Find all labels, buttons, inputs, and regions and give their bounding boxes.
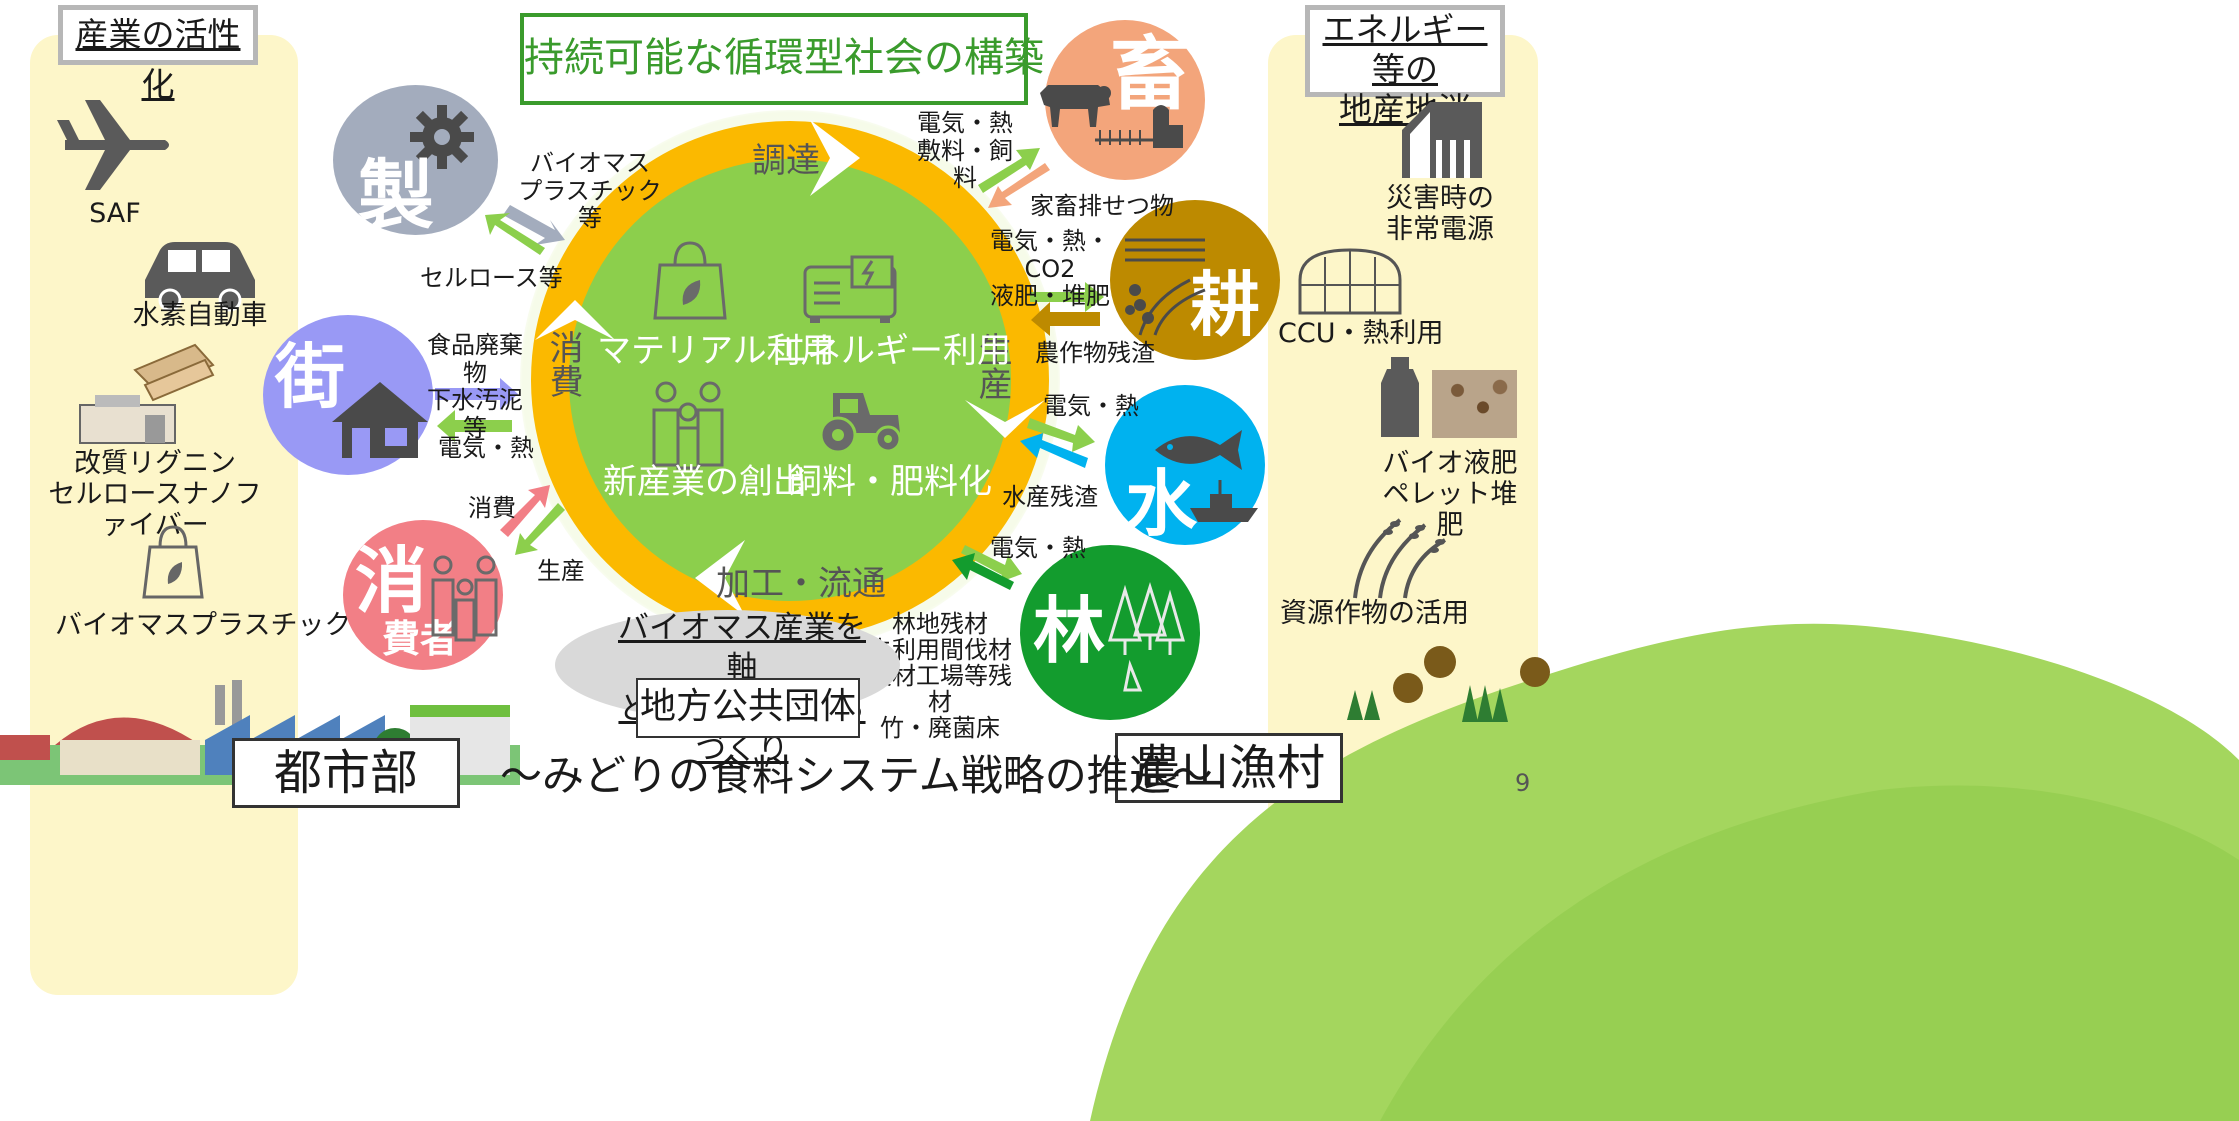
material-use-label: マテリアル利用 bbox=[597, 331, 835, 371]
city-label: 都市部 bbox=[232, 738, 460, 808]
flow-kou-out-label: 電気・熱・CO2 液肥・堆肥 bbox=[990, 227, 1110, 311]
stage-procurement: 調達 bbox=[752, 141, 820, 181]
lignin-cnf-label: 改質リグニン セルロースナノファイバー bbox=[48, 448, 262, 542]
flow-rin-out-label: 電気・熱 bbox=[990, 534, 1086, 562]
left-panel-heading: 産業の活性化 bbox=[58, 5, 258, 104]
fish-icon bbox=[1155, 430, 1242, 470]
house-icon bbox=[332, 382, 428, 458]
stage-processing-distribution: 加工・流通 bbox=[716, 564, 886, 604]
manufacturing-kanji: 製 bbox=[358, 151, 434, 240]
bio-fertilizer-label: バイオ液肥 ペレット堆肥 bbox=[1382, 448, 1518, 542]
silo-icon bbox=[1095, 105, 1183, 148]
field-rice-icon bbox=[1125, 238, 1206, 336]
energy-use-label: エネルギー利用 bbox=[773, 331, 1011, 371]
rural-label: 農山漁村 bbox=[1115, 733, 1343, 803]
people-icon bbox=[652, 381, 724, 470]
footer-strategy: ～みどりの食料システム戦略の推進～ bbox=[500, 751, 1213, 800]
car-icon bbox=[145, 242, 255, 312]
manufacturing-node bbox=[333, 85, 498, 235]
livestock-kanji: 畜 bbox=[1110, 28, 1190, 121]
consumer-sub-kanji: 費者 bbox=[382, 617, 459, 661]
emergency-power-label: 災害時の 非常電源 bbox=[1386, 183, 1494, 246]
cow-icon bbox=[1040, 85, 1111, 127]
right-panel-heading: エネルギー等の 地産地消 bbox=[1305, 5, 1505, 129]
flow-gai-out-label: 電気・熱 bbox=[438, 434, 534, 462]
rice-crop-icon bbox=[1353, 518, 1446, 599]
liquid-fertilizer-bottle-icon bbox=[1381, 357, 1419, 437]
flow-gai-in-label: 食品廃棄物 下水汚泥等 bbox=[427, 331, 523, 442]
flow-sei-out-label: セルロース等 bbox=[420, 264, 563, 292]
flow-chiku-out-label: 電気・熱 敷料・飼料 bbox=[917, 109, 1013, 193]
saf-label: SAF bbox=[89, 198, 141, 229]
consumer-kanji: 消 bbox=[355, 539, 428, 623]
title-box bbox=[520, 13, 1028, 105]
hydrogen-car-label: 水素自動車 bbox=[132, 300, 268, 331]
family-icon bbox=[431, 555, 498, 642]
flow-chiku-in-label: 家畜排せつ物 bbox=[1030, 192, 1174, 220]
local-government-label: 地方公共団体 bbox=[639, 686, 856, 727]
flow-sho-out-label: 生産 bbox=[537, 557, 585, 585]
shopping-bag-icon bbox=[653, 241, 727, 320]
forestry-node bbox=[1020, 545, 1200, 720]
bioplastic-label: バイオマスプラスチック bbox=[55, 610, 352, 641]
flow-sui-in-label: 水産残渣 bbox=[1002, 483, 1098, 511]
stage-consumption: 消費 bbox=[543, 330, 584, 398]
airplane-icon bbox=[57, 100, 169, 190]
biomass-bag-icon bbox=[142, 525, 204, 599]
town-kanji: 街 bbox=[275, 336, 345, 418]
tractor-icon bbox=[819, 393, 902, 454]
gear-icon bbox=[410, 105, 474, 169]
left-panel bbox=[30, 35, 298, 995]
ccu-heat-label: CCU・熱利用 bbox=[1278, 318, 1444, 349]
resource-crops-label: 資源作物の活用 bbox=[1280, 598, 1469, 629]
flow-kou-in-label: 農作物残渣 bbox=[1035, 339, 1155, 367]
forestry-kanji: 林 bbox=[1033, 589, 1106, 673]
fisheries-kanji: 水 bbox=[1125, 462, 1198, 546]
feed-fertilizer-label: 飼料・肥料化 bbox=[788, 462, 992, 502]
page-number: 9 bbox=[1515, 769, 1531, 797]
flow-sho-in-label: 消費 bbox=[468, 494, 516, 522]
flow-sei-in-label: バイオマス プラスチック等 bbox=[518, 149, 662, 233]
stage-production: 生産 bbox=[972, 332, 1013, 400]
boat-icon bbox=[1190, 480, 1258, 522]
flow-sui-out-label: 電気・熱 bbox=[1043, 392, 1139, 420]
generator-icon bbox=[803, 255, 897, 323]
pellet-compost-photo bbox=[1432, 370, 1517, 438]
greenhouse-icon bbox=[1298, 248, 1402, 315]
trees-icon bbox=[1107, 581, 1185, 692]
farming-node bbox=[1110, 200, 1280, 360]
local-government-box bbox=[636, 678, 860, 738]
page-title: 持続可能な循環型社会の構築 bbox=[524, 35, 1044, 81]
lumber-factory-icon bbox=[79, 343, 215, 444]
farming-kanji: 耕 bbox=[1190, 264, 1260, 346]
new-industry-label: 新産業の創出 bbox=[603, 462, 807, 502]
barn-icon bbox=[1402, 102, 1482, 178]
